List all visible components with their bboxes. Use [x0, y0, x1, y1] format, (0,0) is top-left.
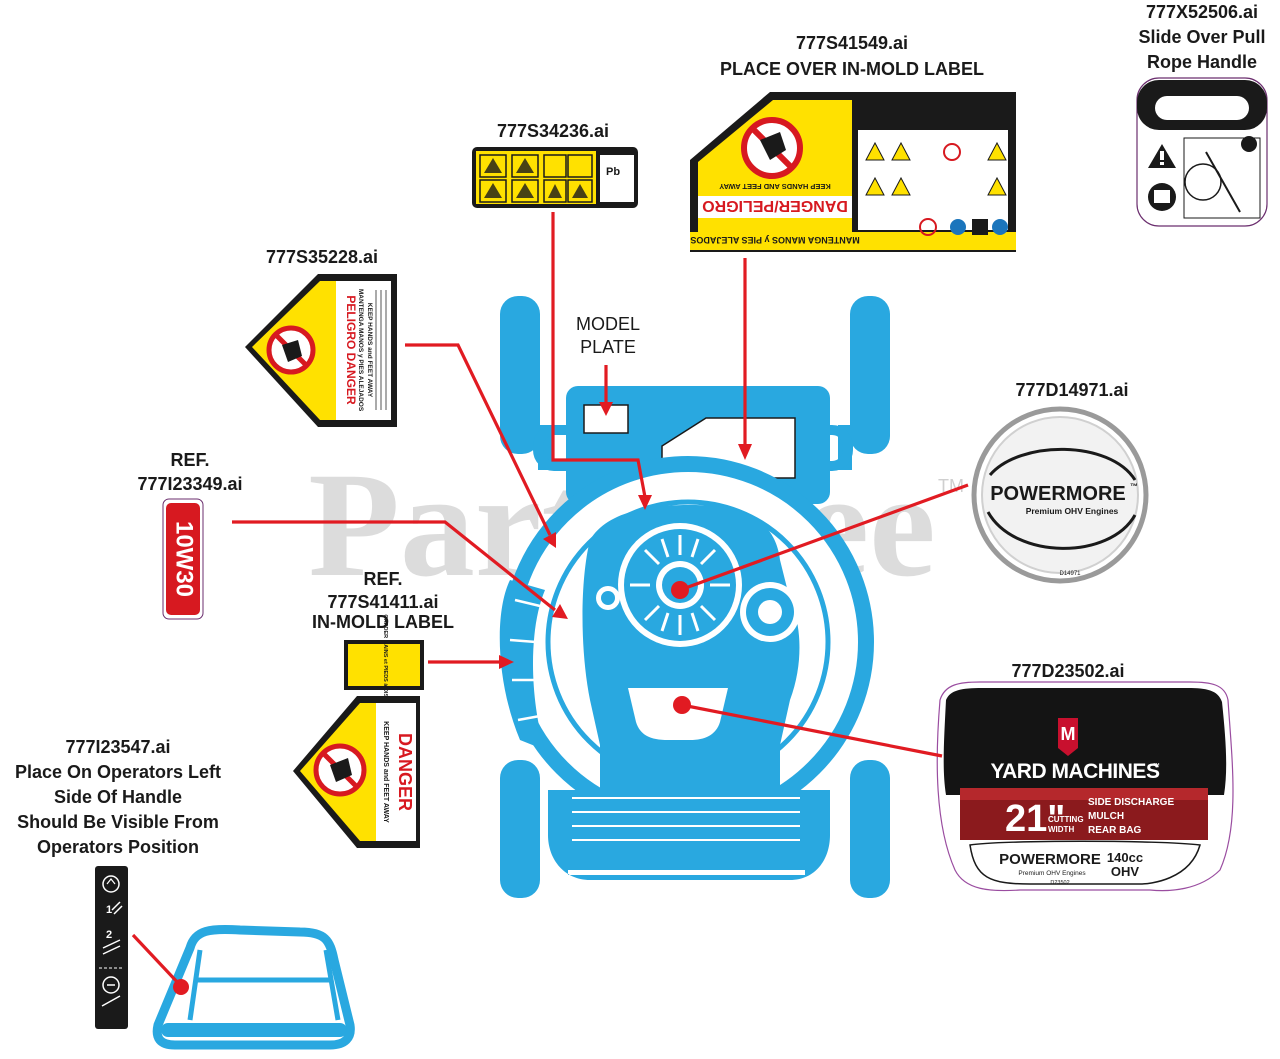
keep-hands-text: KEEP HANDS AND FEET AWAY	[719, 182, 831, 191]
decal-777i23349: 10W30	[162, 498, 204, 620]
callout-777s41411-line2: 777S41411.ai	[327, 592, 438, 612]
mantenga-manos-text: MANTENGA MANOS y PIES ALEJADOS	[357, 289, 364, 412]
engine-brand: POWERMORE	[999, 851, 1101, 868]
keep-hands-feet-text: KEEP HANDS and FEET AWAY	[366, 303, 373, 398]
garder-mains-text: GARDER MAINS et PIEDS à DISTANCE	[382, 614, 388, 716]
decal-777s34236: Pb	[472, 147, 638, 208]
callout-777d23502: 777D23502.ai	[1011, 661, 1124, 681]
wheel-rear-left	[500, 760, 540, 898]
callout-777i23349-line1: REF.	[170, 450, 209, 470]
callout-777i23349-line2: 777I23349.ai	[137, 474, 242, 494]
handle-step-1: 1	[106, 904, 112, 916]
callout-777i23547-line1: 777I23547.ai	[65, 737, 170, 757]
leader-lines	[131, 212, 969, 995]
cutting-width-size: 21"	[1005, 798, 1065, 840]
powermore-code: D14971	[1059, 571, 1081, 577]
callout-777x52506-line1: 777X52506.ai	[1146, 2, 1258, 22]
svg-text:Pb: Pb	[606, 166, 620, 178]
engine-decal-area	[628, 688, 728, 740]
wheel-rear-right	[850, 760, 890, 898]
inmold-keep-hands-text: KEEP HANDS and FEET AWAY	[382, 721, 389, 823]
decal-777x52506	[1136, 77, 1268, 227]
callout-777s35228: 777S35228.ai	[266, 247, 378, 267]
peligro-danger-text: PELIGRO DANGER	[344, 295, 358, 405]
decal-777d23502: M YARD MACHINES ™ 21" CUTTING WIDTH SIDE…	[936, 681, 1234, 892]
option-mulch: MULCH	[1088, 811, 1124, 822]
wheel-front-right	[850, 296, 890, 454]
handle-step-2: 2	[106, 929, 112, 941]
engine-sub: Premium OHV Engines	[1018, 870, 1086, 877]
wheel-front-left	[500, 296, 540, 454]
callout-777x52506-line3: Rope Handle	[1147, 52, 1257, 72]
inmold-danger-text: DANGER	[395, 733, 415, 811]
callout-777i23547-line2: Place On Operators Left	[15, 762, 221, 782]
powermore-sub: Premium OHV Engines	[1026, 506, 1119, 516]
yard-code: D23502	[1050, 880, 1069, 886]
callout-777s41549-line2: PLACE OVER IN-MOLD LABEL	[720, 59, 984, 79]
callout-777i23547-line4: Should Be Visible From	[17, 812, 219, 832]
handle	[152, 924, 355, 1050]
mantenga-text: MANTENGA MANOS y PIES ALEJADOS	[690, 235, 859, 245]
callout-777s41411-line3: IN-MOLD LABEL	[312, 612, 454, 632]
powermore-brand: POWERMORE	[990, 483, 1126, 505]
oil-grade-text: 10W30	[171, 521, 198, 597]
mower-illustration	[152, 296, 890, 1050]
callout-777i23547-line5: Operators Position	[37, 837, 199, 857]
engine-cc: 140cc	[1107, 850, 1143, 865]
callout-model-plate-line1: MODEL	[576, 314, 640, 334]
cutting-label: CUTTING	[1048, 815, 1084, 824]
decal-777s35228: PELIGRO DANGER MANTENGA MANOS y PIES ALE…	[245, 274, 397, 427]
engine-ohv: OHV	[1111, 864, 1140, 879]
callout-777s41411-line1: REF.	[363, 569, 402, 589]
powermore-tm: ™	[1130, 482, 1138, 491]
callout-777i23547-line3: Side Of Handle	[54, 787, 182, 807]
danger-peligro-text: DANGER/PELIGRO	[702, 197, 848, 214]
callout-777x52506-line2: Slide Over Pull	[1138, 27, 1265, 47]
option-rear-bag: REAR BAG	[1088, 825, 1142, 836]
decal-777s41411: GARDER MAINS et PIEDS à DISTANCE DANGER …	[293, 614, 424, 848]
callout-777s34236: 777S34236.ai	[497, 121, 609, 141]
callout-777s41549-line1: 777S41549.ai	[796, 33, 908, 53]
yard-machines-logo: M	[1061, 724, 1076, 744]
callout-model-plate-line2: PLATE	[580, 337, 636, 357]
width-label: WIDTH	[1048, 825, 1074, 834]
yard-machines-brand: YARD MACHINES	[991, 760, 1160, 783]
decal-777d14971: POWERMORE ™ Premium OHV Engines D14971	[971, 406, 1149, 584]
side-discharge	[499, 580, 545, 750]
yard-machines-tm: ™	[1153, 763, 1160, 770]
watermark-tm: TM	[938, 476, 964, 496]
decal-777s41549: DANGER/PELIGRO KEEP HANDS AND FEET AWAY …	[690, 92, 1016, 252]
callout-777d14971: 777D14971.ai	[1015, 380, 1128, 400]
decal-777i23547: 1 2	[95, 866, 128, 1029]
option-side-discharge: SIDE DISCHARGE	[1088, 797, 1174, 808]
